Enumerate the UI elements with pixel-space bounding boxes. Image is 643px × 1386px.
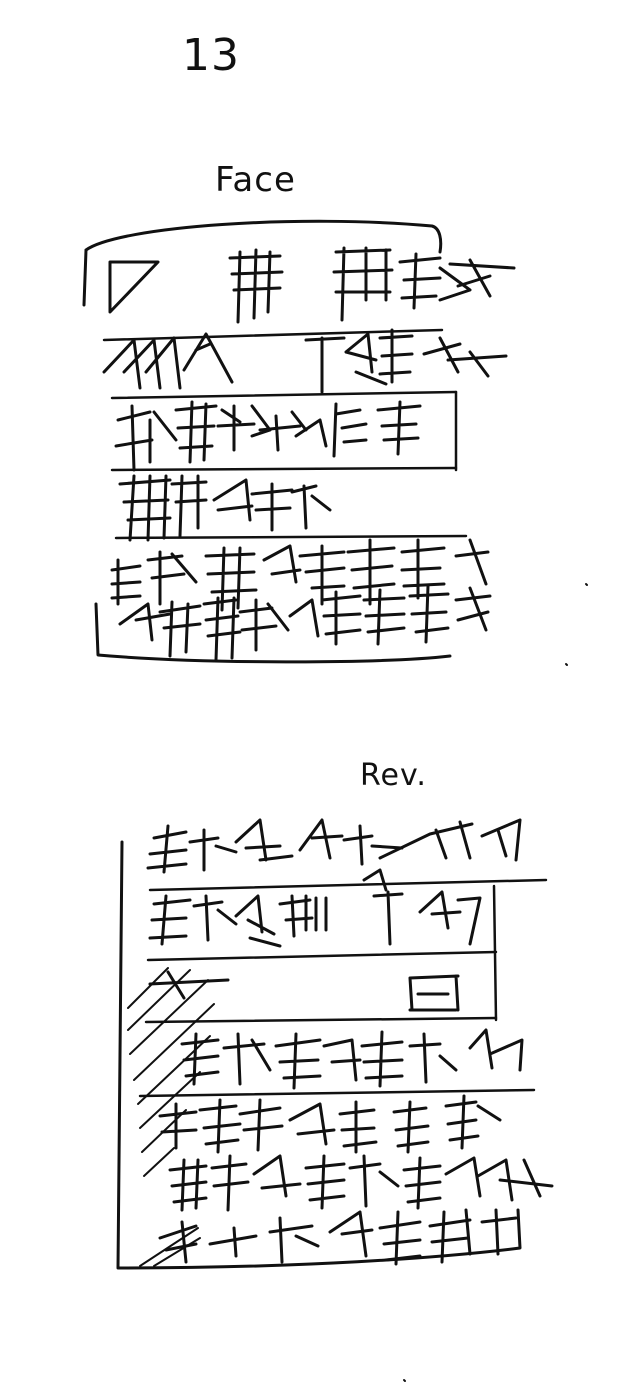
face-ruling-4 (114, 534, 468, 540)
face-outline (82, 219, 452, 664)
rev-ruling-3 (144, 1016, 498, 1024)
rev-line-7-signs (158, 1208, 518, 1266)
tablet-face (82, 219, 516, 664)
rev-line-5-signs (158, 1094, 502, 1154)
reverse-side-label: Rev. (360, 758, 427, 793)
rev-line-4-signs (180, 1028, 524, 1090)
face-line-2-signs (102, 328, 508, 394)
face-line-3-signs (114, 400, 422, 472)
rev-damage-hatching (127, 967, 215, 1267)
plate-number: 13 (182, 30, 240, 81)
rev-ruling-4 (138, 1088, 536, 1098)
face-ruling-2 (110, 390, 458, 400)
face-ruling-1 (102, 328, 444, 342)
reverse-outline (116, 840, 522, 1270)
face-line-4-signs (118, 474, 332, 542)
face-line-6-signs (118, 584, 492, 662)
rev-line-2-signs (148, 890, 482, 948)
face-line-1-signs (108, 246, 516, 324)
face-side-label: Face (215, 160, 296, 200)
tablet-reverse (116, 818, 554, 1270)
rev-line-1-signs (146, 818, 522, 892)
rev-ruling-right (492, 884, 498, 1022)
rev-line-3-signs (148, 970, 460, 1012)
face-ruling-3 (110, 466, 458, 472)
paper-specks (403, 583, 588, 1382)
face-line-5-signs (110, 538, 490, 612)
rev-ruling-2 (146, 950, 498, 962)
rev-line-6-signs (168, 1154, 554, 1212)
rev-ruling-1 (148, 878, 548, 892)
